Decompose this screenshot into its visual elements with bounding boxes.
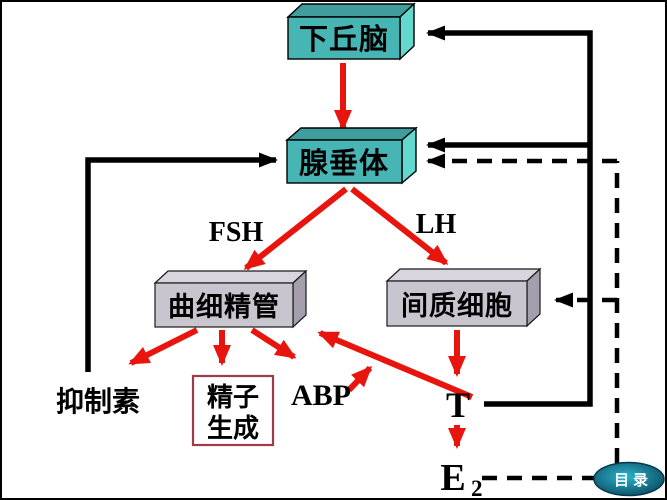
fsh-label: FSH	[209, 217, 264, 248]
tubules-box-front	[154, 282, 294, 328]
feedback-line-inhibin-to-pituitary	[85, 152, 278, 372]
node-pituitary: 腺垂体	[285, 126, 418, 185]
arrow-testosterone-to-tubules	[317, 330, 474, 400]
arrow-tubules-to-inhibin	[128, 327, 199, 366]
toc-button[interactable]: 目录	[593, 461, 665, 497]
toc-button-ellipse[interactable]	[593, 461, 665, 497]
arrow-tubules-to-abp	[250, 327, 297, 360]
pituitary-label: 腺垂体	[299, 146, 389, 180]
tubules-label: 曲细精管	[168, 291, 280, 323]
interstitial-box-front	[386, 280, 528, 327]
inhibin-label: 抑制素	[56, 385, 140, 418]
pituitary-box-front	[286, 139, 403, 184]
hypothalamus-box-front	[287, 16, 401, 60]
spermatogenesis-label-line1: 精子	[207, 383, 259, 413]
hypothalamus-label: 下丘脑	[299, 22, 389, 56]
estradiol-base: E	[440, 457, 465, 499]
node-spermatogenesis: 精子 生成	[191, 374, 275, 447]
spermatogenesis-label-line2: 生成	[207, 414, 259, 444]
tubules-box-top	[153, 270, 308, 284]
estradiol-label: E 2	[440, 457, 482, 500]
arrow-fsh-to-seminiferous-tubules	[243, 186, 348, 271]
hypothalamus-box-top	[286, 3, 416, 18]
spermatogenesis-box	[191, 374, 275, 447]
estradiol-subscript: 2	[471, 476, 483, 500]
node-interstitial-cells: 间质细胞	[385, 267, 542, 328]
pituitary-box-top	[285, 127, 418, 141]
lh-label: LH	[416, 209, 457, 240]
arrow-abp-to-testosterone-line	[346, 365, 373, 393]
feedback-line-testosterone-to-hypothalamus	[426, 25, 593, 407]
node-seminiferous-tubules: 曲细精管	[153, 269, 308, 329]
interstitial-label: 间质细胞	[401, 290, 513, 322]
arrow-lh-to-interstitial-cells	[350, 186, 449, 266]
interstitial-box-top	[385, 268, 542, 282]
toc-button-label[interactable]: 目录	[614, 471, 652, 489]
node-hypothalamus: 下丘脑	[286, 2, 416, 61]
testosterone-label: T	[446, 385, 470, 425]
abp-label: ABP	[291, 379, 351, 412]
